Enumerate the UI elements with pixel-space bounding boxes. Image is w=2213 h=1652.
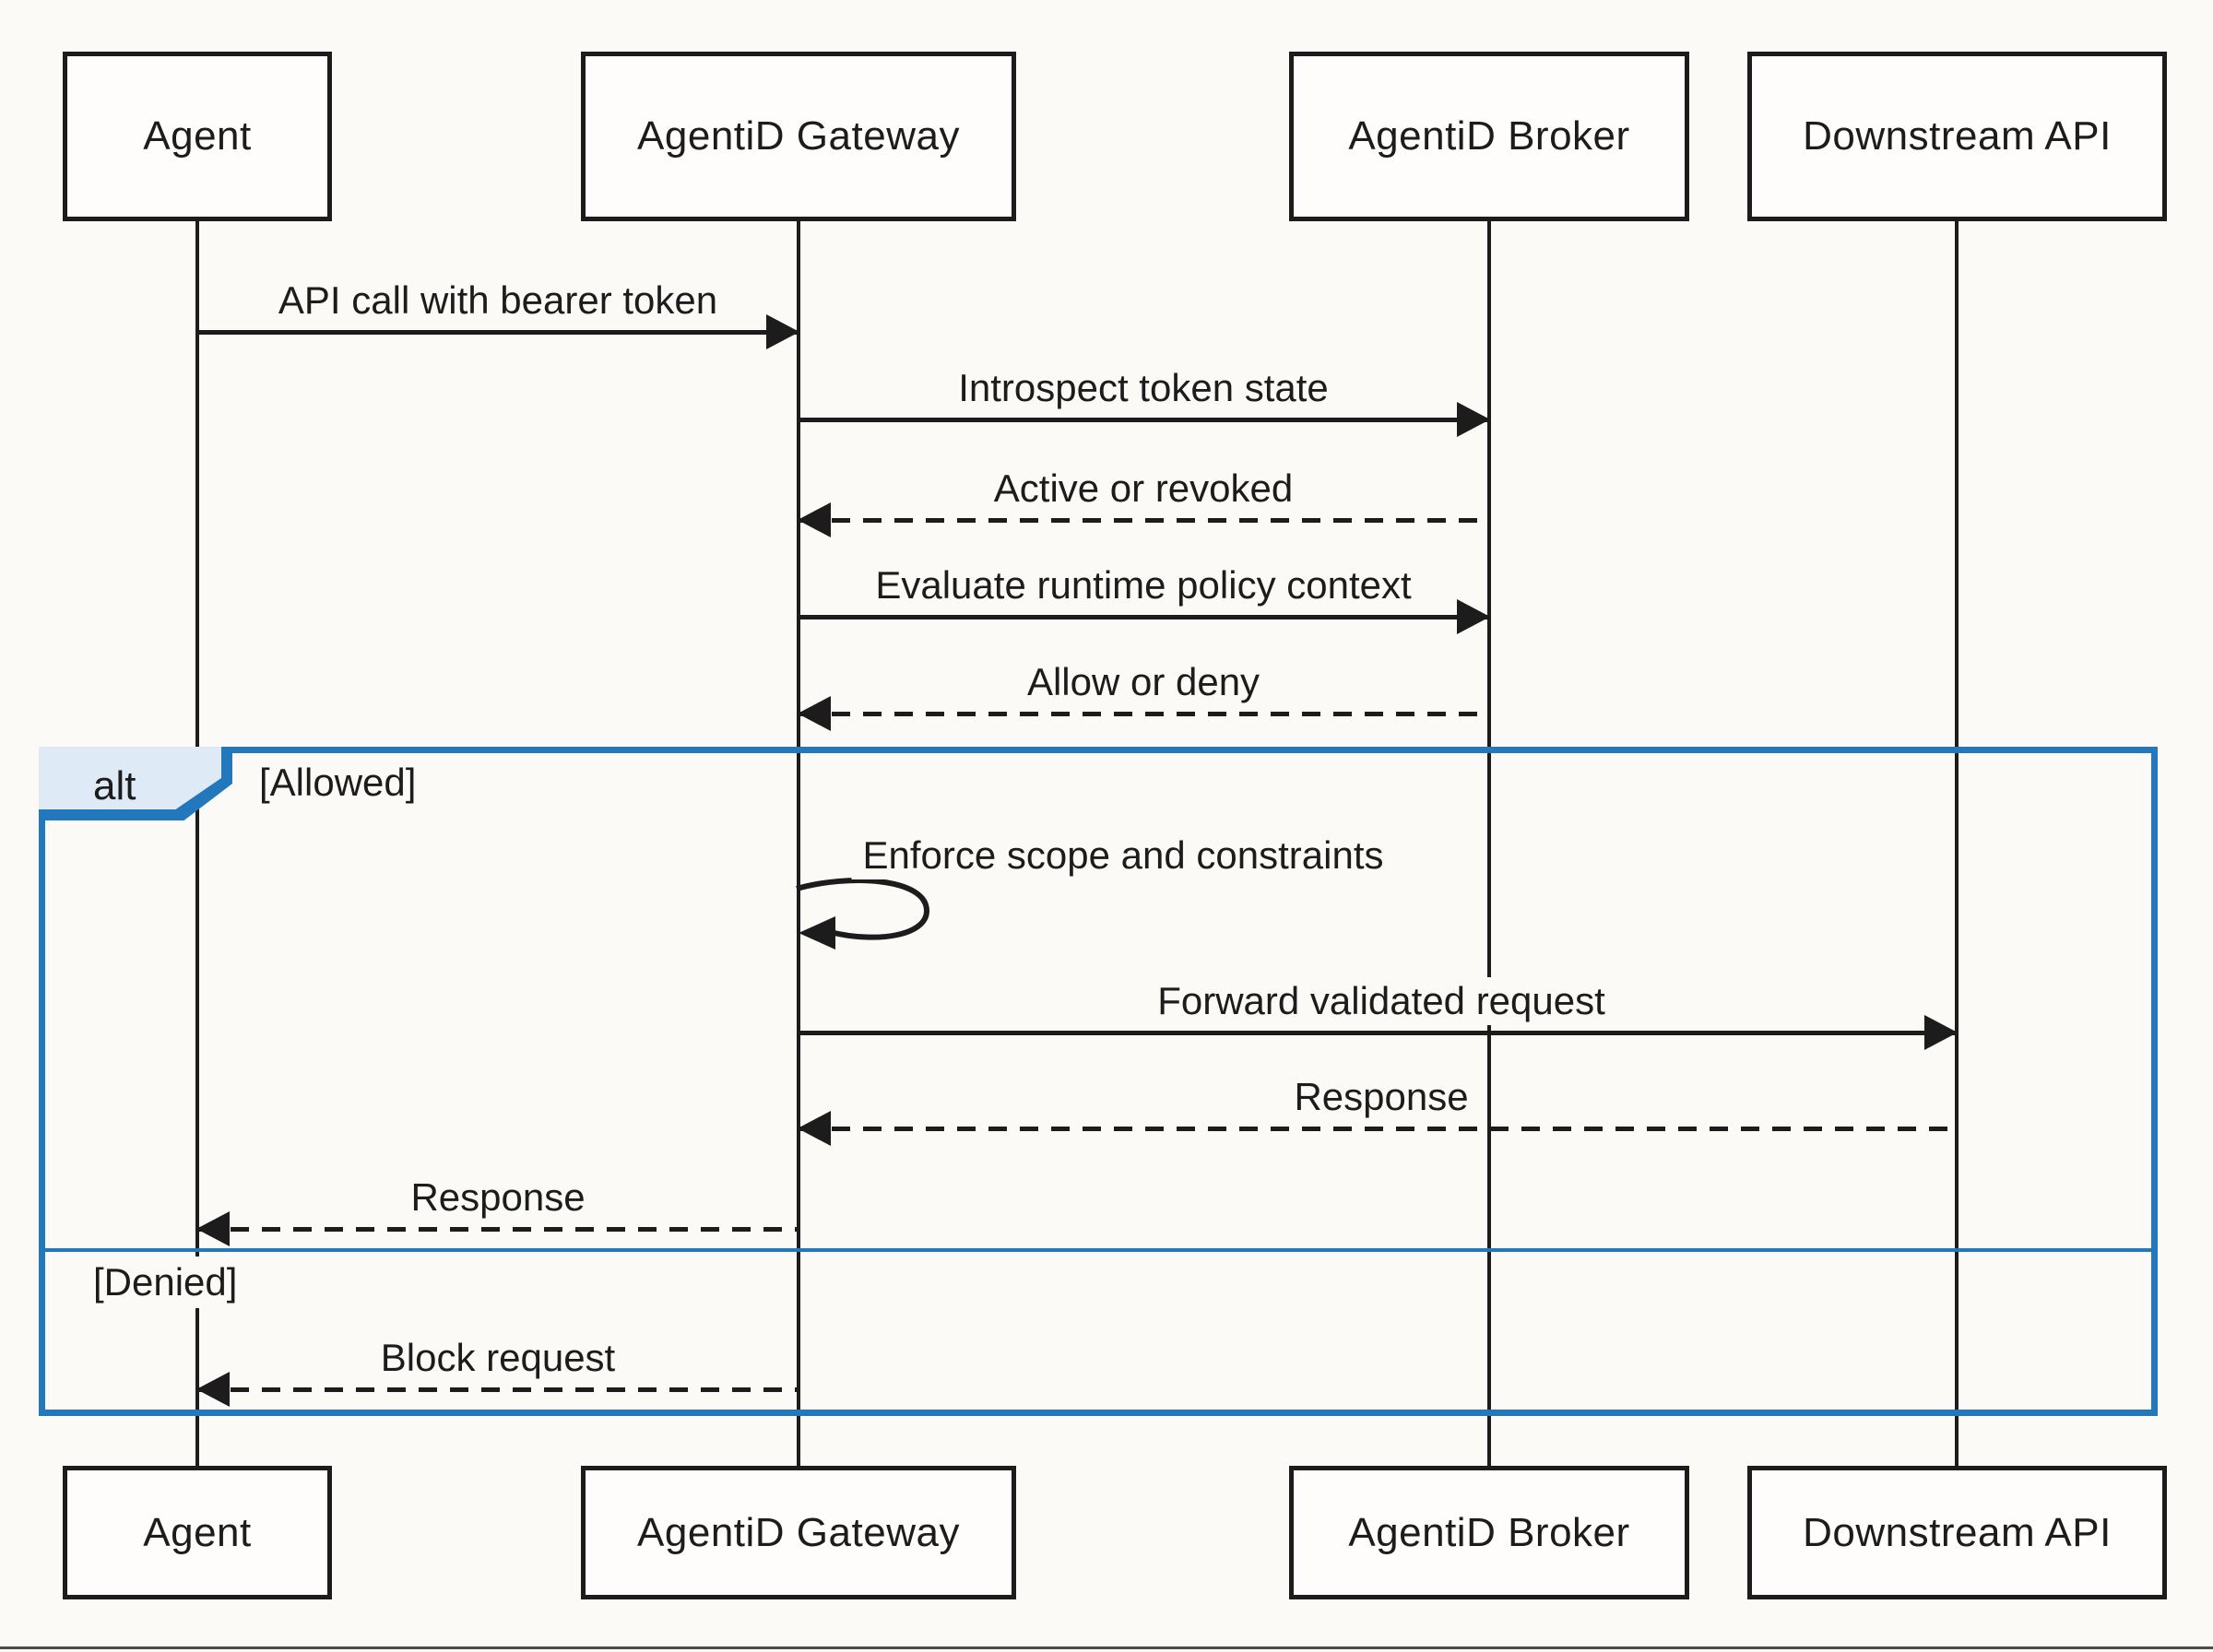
lifeline-downstream	[1955, 221, 1959, 1468]
message-label: Block request	[369, 1334, 627, 1382]
participant-label: AgentiD Broker	[1348, 113, 1630, 159]
message-label: Allow or deny	[1015, 658, 1272, 706]
message-allow-deny-line	[798, 696, 1487, 731]
alt-divider-line	[45, 1248, 2151, 1252]
arrowhead-right-icon	[1457, 599, 1490, 634]
participant-agent-bottom: Agent	[63, 1466, 332, 1599]
participant-label: Agent	[143, 1509, 252, 1555]
participant-agent-top: Agent	[63, 52, 332, 221]
message-label: Active or revoked	[982, 465, 1305, 513]
arrowhead-left-icon	[196, 1211, 230, 1246]
participant-label: Downstream API	[1803, 1509, 2112, 1555]
participant-downstream-bottom: Downstream API	[1747, 1466, 2167, 1599]
alt-fragment-frame: alt [Allowed] [Denied]	[39, 747, 2158, 1416]
participant-label: AgentiD Gateway	[637, 1509, 960, 1555]
participant-broker-bottom: AgentiD Broker	[1289, 1466, 1689, 1599]
lifeline-broker	[1487, 221, 1491, 1468]
message-response-downstream-line	[798, 1111, 1955, 1146]
message-label: Evaluate runtime policy context	[864, 561, 1423, 609]
self-message-loop-icon	[796, 878, 930, 950]
message-label: Response	[1283, 1073, 1480, 1121]
message-label: API call with bearer token	[266, 277, 729, 324]
message-evaluate-line	[800, 599, 1490, 634]
participant-downstream-top: Downstream API	[1747, 52, 2167, 221]
arrowhead-left-icon	[196, 1372, 230, 1407]
participant-gateway-bottom: AgentiD Gateway	[581, 1466, 1016, 1599]
participant-label: Agent	[143, 113, 252, 159]
participant-label: Downstream API	[1803, 113, 2112, 159]
arrowhead-left-icon	[798, 1111, 831, 1146]
participant-label: AgentiD Broker	[1348, 1509, 1630, 1555]
participant-label: AgentiD Gateway	[637, 113, 960, 159]
message-label: Response	[399, 1174, 597, 1221]
lifeline-agent	[195, 221, 199, 1468]
page-bottom-divider	[0, 1646, 2213, 1649]
message-api-call-line	[199, 314, 799, 349]
message-block-request-line	[196, 1372, 797, 1407]
guard-allowed-label: [Allowed]	[259, 761, 417, 804]
lifeline-gateway	[797, 221, 800, 1468]
arrowhead-right-icon	[766, 314, 799, 349]
message-label: Forward validated request	[1146, 977, 1616, 1025]
message-active-revoked-line	[798, 502, 1487, 537]
alt-operator-label: alt	[93, 763, 136, 808]
message-response-agent-line	[196, 1211, 797, 1246]
guard-denied-label: [Denied]	[86, 1257, 245, 1308]
message-forward-line	[800, 1015, 1958, 1050]
arrowhead-right-icon	[1457, 402, 1490, 437]
arrowhead-left-icon	[798, 502, 831, 537]
arrowhead-left-icon	[798, 696, 831, 731]
arrowhead-right-icon	[1924, 1015, 1958, 1050]
message-introspect-line	[800, 402, 1490, 437]
message-label: Introspect token state	[947, 364, 1340, 412]
message-label: Enforce scope and constraints	[851, 832, 1395, 879]
participant-gateway-top: AgentiD Gateway	[581, 52, 1016, 221]
participant-broker-top: AgentiD Broker	[1289, 52, 1689, 221]
